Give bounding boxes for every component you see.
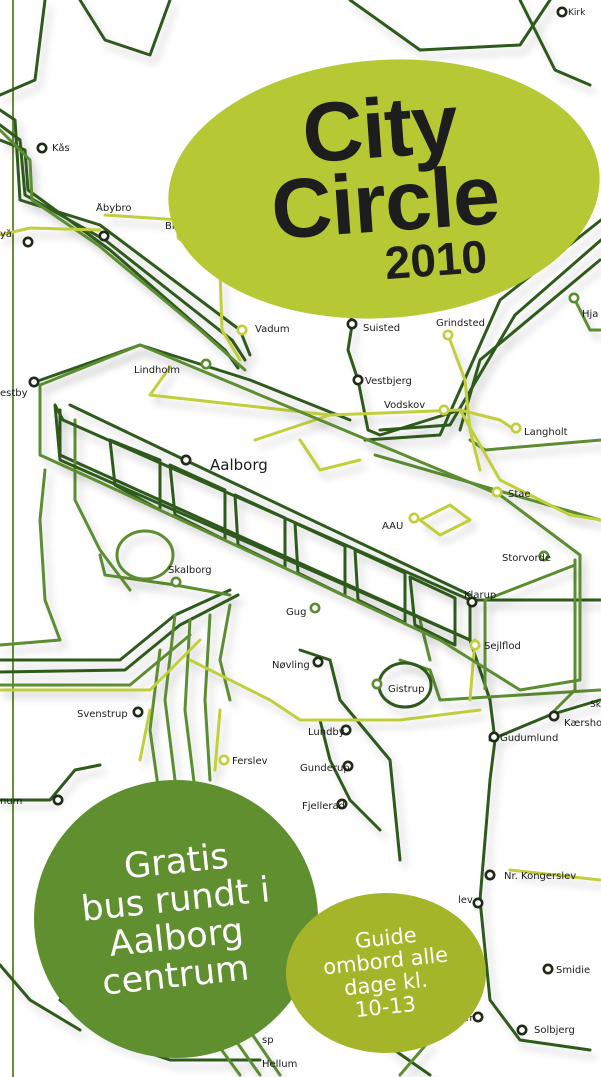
stop-dot-gistrup — [371, 678, 383, 690]
stop-dot-svenstrup — [132, 706, 144, 718]
stop-dot-ferslev — [218, 754, 230, 766]
stop-dot-sejlflod — [469, 639, 481, 651]
stop-dot-vadum — [236, 324, 248, 336]
stop-dot-llum — [472, 1011, 484, 1023]
left-page-edge — [12, 0, 14, 1077]
stop-label-nr-kongerslev: Nr. Kongerslev — [504, 871, 577, 882]
stop-dot-suisted — [346, 318, 358, 330]
stop-label-aau: AAU — [382, 521, 404, 532]
title-year: 2010 — [383, 230, 489, 290]
stop-label-suisted: Suisted — [363, 323, 401, 334]
stop-dot-lindholm — [200, 358, 212, 370]
stop-dot-langholt — [510, 422, 522, 434]
stop-dot-skalborg — [170, 576, 182, 588]
stop-dot-kås — [36, 142, 48, 154]
stop-label-stae: Stae — [508, 489, 531, 500]
guide-bubble: Guide ombord alle dage kl. 10-13 — [286, 893, 486, 1053]
guide-line-4: 10-13 — [354, 991, 418, 1023]
stop-dot-yå — [22, 236, 34, 248]
stop-label-nøvling: Nøvling — [272, 660, 310, 671]
stop-label-langholt: Langholt — [524, 427, 568, 438]
stop-label-vadum: Vadum — [255, 324, 290, 335]
stop-label-klarup: Klarup — [464, 590, 497, 601]
stop-dot-grindsted — [442, 329, 454, 341]
stop-dot-gunderup — [342, 760, 354, 772]
stop-dot-fjellerad — [336, 798, 348, 810]
stop-dot-lev — [472, 897, 484, 909]
stop-dot-hja — [568, 292, 580, 304]
free-bus-bubble: Gratis bus rundt i Aalborg centrum — [34, 780, 318, 1058]
stop-label-fjellerad: Fjellerad — [302, 801, 345, 812]
stop-label-lindholm: Lindholm — [134, 365, 181, 376]
stop-dot-stae — [491, 486, 503, 498]
stop-label-sk: Sk — [590, 699, 601, 710]
stop-dot-nøvling — [312, 656, 324, 668]
stop-label-vodskov: Vodskov — [384, 400, 426, 411]
stop-label-hja: Hja — [582, 309, 599, 320]
stop-label-åbybro: Åbybro — [96, 203, 132, 214]
stop-dot-aau — [408, 512, 420, 524]
stop-label-storvorde: Storvorde — [502, 553, 551, 564]
stop-dot-aalborg — [180, 454, 192, 466]
stop-dot-vestbjerg — [352, 374, 364, 386]
stop-label-gunderup: Gunderup — [300, 763, 350, 774]
stop-dot-åbybro — [98, 230, 110, 242]
stop-label-sejlflod: Sejlflod — [484, 641, 521, 652]
stop-dot-gudumlund — [488, 731, 500, 743]
stop-label-aalborg: Aalborg — [210, 455, 268, 474]
stop-dot-kirk — [556, 6, 568, 18]
stop-label-svenstrup: Svenstrup — [77, 709, 128, 720]
stop-label-sp: sp — [262, 1035, 274, 1046]
stop-label-vestbjerg: Vestbjerg — [365, 376, 412, 387]
stop-label-estby: estby — [0, 388, 28, 399]
stop-label-smidie: Smidie — [556, 965, 591, 976]
stop-label-num: num — [0, 796, 23, 807]
stop-dot-gug — [309, 602, 321, 614]
stop-label-gistrup: Gistrup — [388, 684, 425, 695]
stop-label-kås: Kås — [52, 143, 70, 154]
stop-dot-vodskov — [438, 404, 450, 416]
stop-label-kirk: Kirk — [568, 7, 586, 18]
stop-markers — [22, 6, 580, 1036]
stop-label-kærshol: Kærshol — [564, 718, 601, 729]
bus-illustration — [38, 343, 582, 709]
stop-dot-num — [52, 794, 64, 806]
stop-label-grindsted: Grindsted — [436, 318, 485, 329]
stop-label-gug: Gug — [286, 607, 307, 618]
stop-label-solbjerg: Solbjerg — [534, 1025, 575, 1036]
stop-label-gudumlund: Gudumlund — [500, 733, 559, 744]
stop-dot-kærshol — [548, 710, 560, 722]
stop-dot-solbjerg — [516, 1024, 528, 1036]
stop-label-lev: lev — [458, 895, 473, 906]
stop-label-skalborg: Skalborg — [168, 565, 212, 576]
stop-dot-nr-kongerslev — [484, 869, 496, 881]
stop-label-lundby: Lundby — [308, 727, 345, 738]
stop-label-hellum: Hellum — [262, 1059, 298, 1070]
stop-dot-smidie — [542, 963, 554, 975]
stop-dot-estby — [28, 376, 40, 388]
stop-label-ferslev: Ferslev — [232, 756, 268, 767]
stop-dot-lundby — [340, 724, 352, 736]
stop-label-yå: yå — [0, 229, 13, 240]
stop-dot-klarup — [466, 596, 478, 608]
stop-dot-storvorde — [538, 550, 550, 562]
